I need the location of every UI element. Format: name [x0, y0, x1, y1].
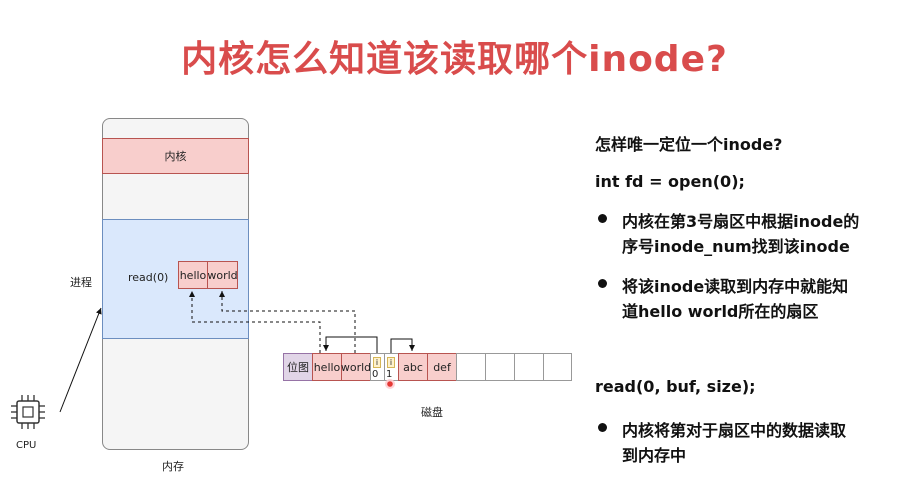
bullet-dot — [598, 279, 607, 288]
disk-inode-0: i — [373, 357, 381, 368]
disk-cell-def: def — [427, 353, 457, 381]
bullet1-line2: 序号inode_num找到该inode — [622, 237, 850, 256]
disk-cell-abc: abc — [398, 353, 428, 381]
disk-empty-cell — [485, 353, 515, 381]
kernel-region: 内核 — [102, 138, 249, 174]
page-title: 内核怎么知道该读取哪个inode? — [181, 39, 728, 80]
bullet-dot — [598, 214, 607, 223]
bullet2-line1: 将该inode读取到内存中就能知 — [622, 277, 849, 296]
disk-cell-hello: hello — [312, 353, 342, 381]
disk-empty-cell — [514, 353, 544, 381]
cpu-icon — [11, 395, 45, 429]
buffer-cell-world: world — [207, 261, 238, 289]
memory-label: 内存 — [162, 460, 184, 473]
disk-bitmap-cell: 位图 — [283, 353, 313, 381]
inode-index-0: 0 — [372, 369, 379, 380]
bullet2-line2: 道hello world所在的扇区 — [622, 302, 819, 321]
read-call-label: read(0) — [128, 271, 169, 284]
disk-empty-cell — [543, 353, 572, 381]
bullet-dot — [598, 423, 607, 432]
buffer-cell-hello: hello — [178, 261, 208, 289]
bullet1-line1: 内核在第3号扇区中根据inode的 — [622, 212, 860, 231]
code-open: int fd = open(0); — [595, 172, 745, 191]
bullet3-line1: 内核将第对于扇区中的数据读取 — [622, 421, 847, 440]
bullet3-line2: 到内存中 — [622, 446, 687, 465]
process-label: 进程 — [70, 276, 92, 289]
code-read: read(0, buf, size); — [595, 377, 756, 396]
disk-cell-world: world — [341, 353, 371, 381]
question-text: 怎样唯一定位一个inode? — [595, 135, 783, 154]
cpu-label: CPU — [16, 440, 37, 451]
disk-inode-1: i — [387, 357, 395, 368]
disk-empty-cell — [456, 353, 486, 381]
disk-label: 磁盘 — [421, 406, 443, 419]
inode-index-1: 1 — [386, 369, 393, 380]
